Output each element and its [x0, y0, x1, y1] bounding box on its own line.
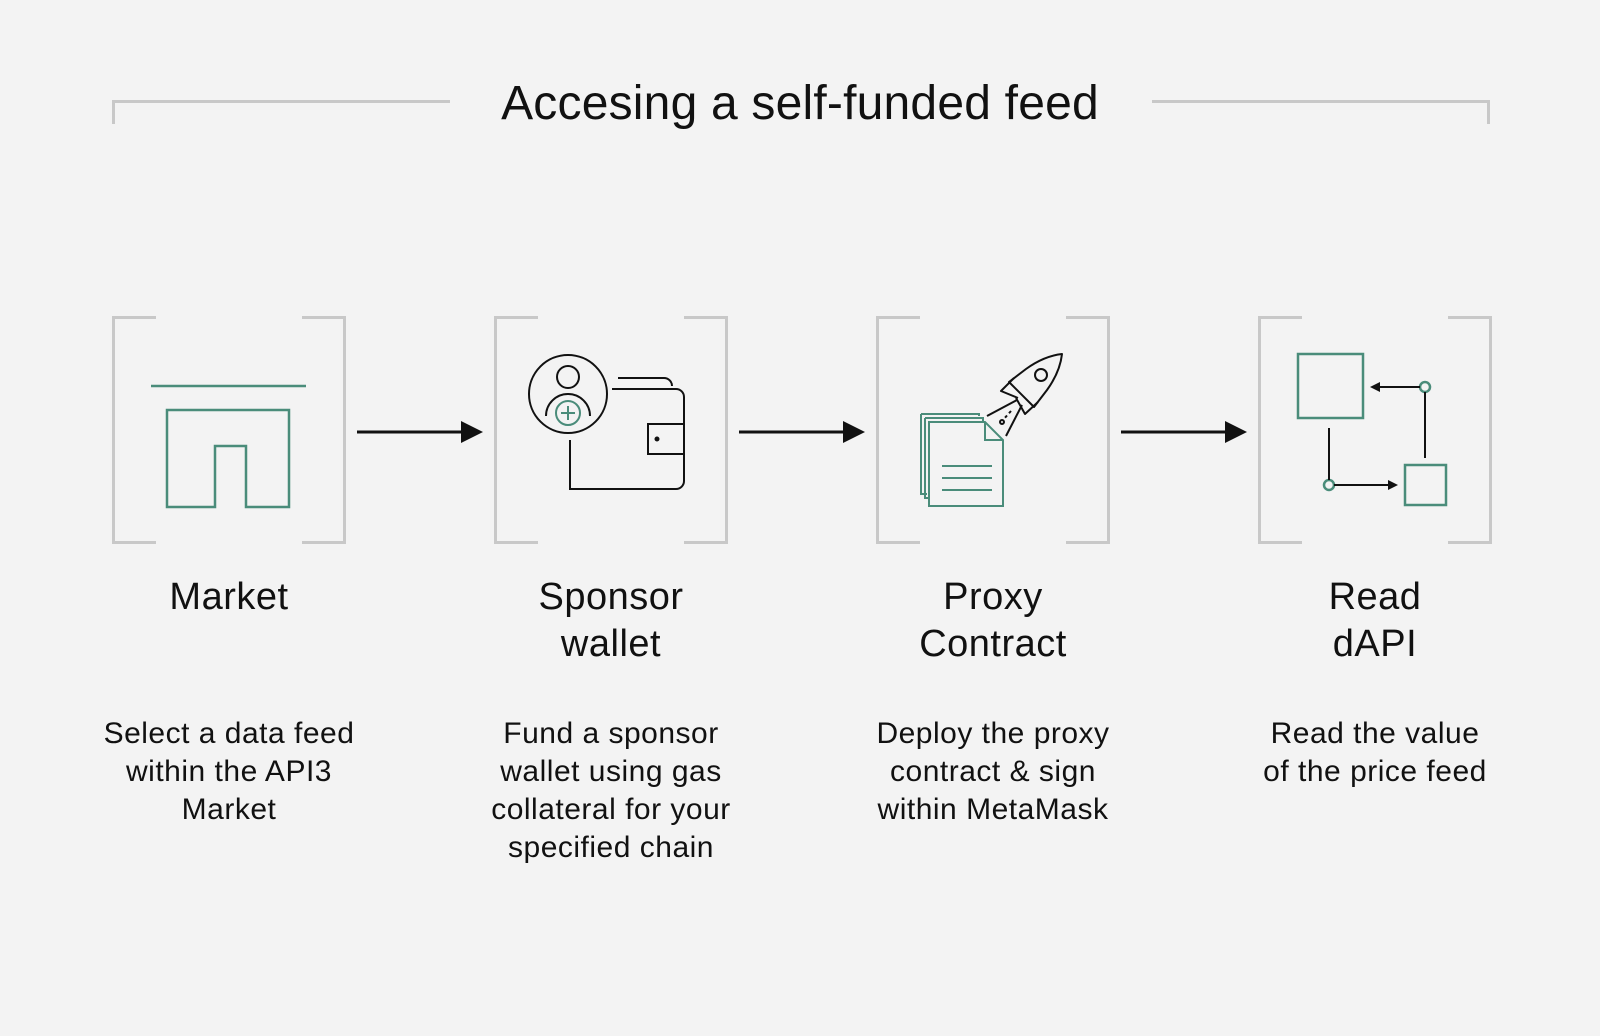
title-line-left	[112, 100, 450, 103]
step-title-sponsor-wallet: Sponsor wallet	[538, 576, 684, 665]
step-proxy-contract	[876, 316, 1110, 544]
data-flow-icon	[1258, 316, 1492, 544]
diagram-title: Accesing a self-funded feed	[501, 77, 1099, 130]
title-tick-left	[112, 100, 115, 124]
step-frame	[876, 316, 1110, 544]
arrow-right-icon	[739, 418, 865, 446]
rocket-documents-icon	[876, 316, 1110, 544]
step-description-market: Select a data feed within the API3 Marke…	[103, 717, 355, 826]
wallet-icon	[494, 316, 728, 544]
step-market	[112, 316, 346, 544]
step-title-proxy-contract: Proxy Contract	[919, 576, 1067, 665]
step-description-sponsor-wallet: Fund a sponsor wallet using gas collater…	[491, 717, 731, 864]
step-frame	[1258, 316, 1492, 544]
step-title-read-dapi: Read dAPI	[1328, 576, 1422, 665]
title-bar: Accesing a self-funded feed	[0, 0, 1600, 160]
step-sponsor-wallet	[494, 316, 728, 544]
arrow-right-icon	[357, 418, 483, 446]
step-description-read-dapi: Read the value of the price feed	[1263, 717, 1487, 788]
step-read-dapi	[1258, 316, 1492, 544]
step-frame	[494, 316, 728, 544]
step-description-proxy-contract: Deploy the proxy contract & sign within …	[876, 717, 1110, 826]
title-tick-right	[1487, 100, 1490, 124]
arrow-right-icon	[1121, 418, 1247, 446]
step-title-market: Market	[169, 576, 289, 618]
step-frame	[112, 316, 346, 544]
market-icon	[112, 316, 346, 544]
title-line-right	[1152, 100, 1490, 103]
